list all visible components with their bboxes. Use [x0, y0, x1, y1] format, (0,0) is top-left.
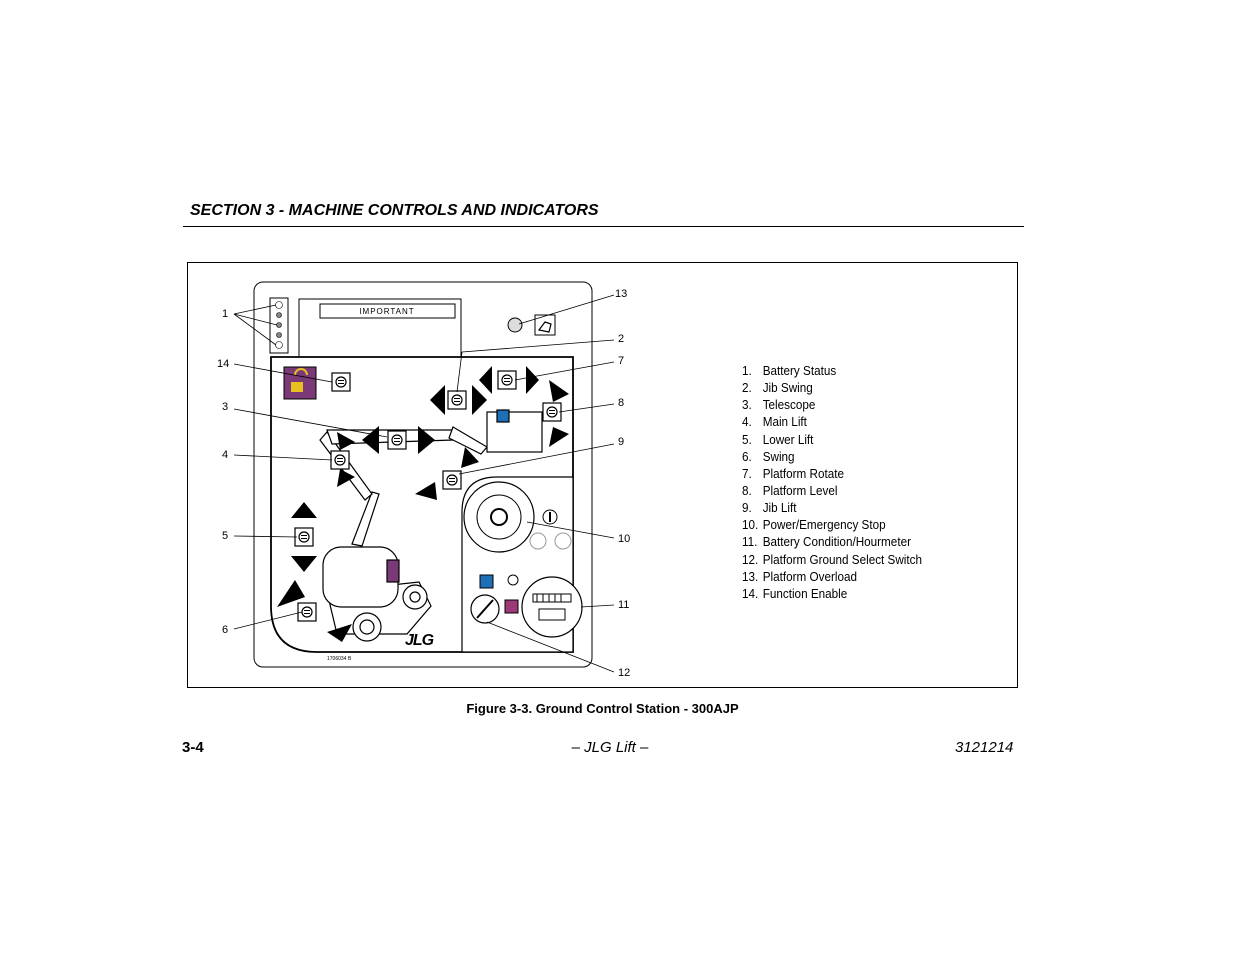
- jib-swing-arrow: [430, 385, 487, 415]
- callout-5: 5: [222, 530, 228, 542]
- battery-hourmeter: [521, 576, 583, 638]
- legend-item: 4.Main Lift: [742, 414, 807, 430]
- panel-part-number: 1706034 B: [327, 656, 352, 662]
- section-title: SECTION 3 - MACHINE CONTROLS AND INDICAT…: [190, 202, 599, 219]
- callout-14: 14: [217, 358, 229, 370]
- legend-item: 3.Telescope: [742, 397, 816, 413]
- callout-12: 12: [618, 667, 630, 679]
- jib-lift-switch: [442, 470, 462, 490]
- callout-1: 1: [222, 308, 228, 320]
- swing-arrow: [277, 580, 352, 642]
- legend-item: 6.Swing: [742, 448, 795, 464]
- platform-rotate-arrow: [479, 366, 539, 394]
- arrows: [277, 366, 569, 642]
- figure-frame: [187, 262, 1018, 688]
- legend-item: 8.Platform Level: [742, 482, 838, 498]
- main-lift-switch: [330, 450, 350, 470]
- legend-item: 5.Lower Lift: [742, 431, 814, 447]
- ground-select-indicator: [504, 599, 519, 614]
- legend-item: 12.Platform Ground Select Switch: [742, 551, 923, 567]
- platform-select-indicator: [479, 574, 494, 589]
- legend-item: 10.Power/Emergency Stop: [742, 517, 886, 533]
- lower-lift-switch: [294, 527, 314, 547]
- callout-8: 8: [618, 397, 624, 409]
- jib-swing-switch: [447, 390, 467, 410]
- important-label: IMPORTANT: [359, 307, 414, 316]
- legend-item: 14.Function Enable: [742, 585, 848, 601]
- battery-status-leds: [275, 301, 283, 349]
- callout-leaders: [233, 294, 615, 673]
- legend-item: 11.Battery Condition/Hourmeter: [742, 534, 911, 550]
- jib-lift-arrow: [415, 447, 479, 500]
- platform-rotate-switch: [497, 370, 517, 390]
- telescope-switch: [387, 430, 407, 450]
- legend-item: 7.Platform Rotate: [742, 465, 844, 481]
- figure-legend: 1.Battery Status 2.Jib Swing 3.Telescope…: [742, 362, 942, 602]
- section-rule: [183, 226, 1024, 227]
- platform-level-switch: [542, 402, 562, 422]
- legend-item: 1.Battery Status: [742, 363, 837, 378]
- figure-caption: Figure 3-3. Ground Control Station - 300…: [466, 701, 739, 716]
- callout-6: 6: [222, 624, 228, 636]
- callout-13: 13: [615, 288, 627, 300]
- telescope-arrow: [362, 426, 435, 454]
- callout-4: 4: [222, 449, 228, 461]
- jlg-logo: JLG: [405, 632, 434, 649]
- legend-item: 9.Jib Lift: [742, 500, 797, 516]
- overload-light: [507, 317, 523, 333]
- page-number: 3-4: [182, 739, 204, 756]
- function-enable-switch: [331, 372, 351, 392]
- ground-control-panel-diagram: IMPORTANT: [217, 281, 630, 679]
- callout-7: 7: [618, 355, 624, 367]
- callout-9: 9: [618, 436, 624, 448]
- legend-item: 2.Jib Swing: [742, 380, 813, 396]
- document-number: 3121214: [955, 739, 1014, 756]
- callout-10: 10: [618, 533, 630, 545]
- callout-2: 2: [618, 333, 624, 345]
- legend-item: 13.Platform Overload: [742, 568, 857, 584]
- callout-11: 11: [618, 599, 629, 611]
- lower-lift-arrow: [291, 502, 317, 572]
- callout-3: 3: [222, 401, 228, 413]
- platform-level-arrow: [549, 380, 569, 447]
- main-lift-arrow: [337, 432, 355, 487]
- machine-silhouette: [319, 409, 543, 642]
- footer-title: – JLG Lift –: [571, 739, 649, 756]
